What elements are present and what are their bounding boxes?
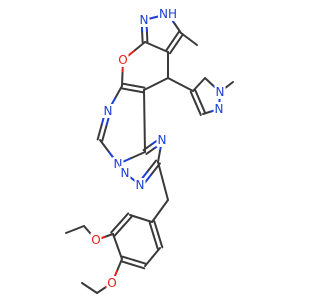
bond-c3-c3a <box>165 40 174 52</box>
bond-pc3-pn2 <box>202 110 212 115</box>
atom-label-background <box>102 104 114 118</box>
bond-pmC-pmN3 <box>99 139 110 153</box>
bond-e1a-e1b <box>65 228 76 234</box>
bond-b5-b6 <box>113 225 125 237</box>
bond-b4-b5 <box>116 245 123 260</box>
bond-pn1-pme <box>225 81 234 88</box>
bond-c3-c3a <box>171 30 181 43</box>
bond-c9a-c4a <box>120 87 134 92</box>
bond-c7a-n1 <box>141 30 144 44</box>
bond-pmC4-c4a <box>143 89 146 122</box>
bond-pn1-pc5 <box>204 77 214 86</box>
bond-pmN1-pmC <box>101 125 108 142</box>
bond-b5-eo1 <box>103 233 114 238</box>
atom-label-n-tz3: N <box>121 166 130 180</box>
bond-pmN1-pmC <box>96 123 103 141</box>
bond-b1-b2 <box>152 234 159 250</box>
bond-pc4-pc3 <box>194 102 202 116</box>
bond-b4-eo2 <box>116 258 123 272</box>
atom-label-o-ethoxy2: O <box>107 276 116 290</box>
bond-c3-me3 <box>180 32 190 40</box>
atom-label-n-pm1: N <box>104 104 113 118</box>
atom-label-n-pyr-b: N <box>216 85 225 99</box>
bond-b3-b4 <box>131 263 146 270</box>
bond-tN1-tC <box>157 150 161 163</box>
bond-c4a-c4 <box>155 77 169 85</box>
bond-c4-pc4 <box>167 77 182 86</box>
bond-c7a-n1 <box>145 29 149 43</box>
atom-label-background <box>90 233 102 247</box>
atom-label-background <box>112 157 124 171</box>
bond-pmC4-tN1 <box>142 143 154 152</box>
bond-pmC4-c4a <box>143 120 146 153</box>
atom-label-n-pm2: N <box>114 157 123 171</box>
bond-b4-b5 <box>112 233 119 248</box>
bond-e2a-e2b <box>88 287 98 294</box>
bond-b5-b6 <box>122 215 133 228</box>
atom-label-background <box>156 133 168 147</box>
bond-n2h-c3 <box>173 22 182 34</box>
atom-label-background <box>138 13 150 27</box>
bond-c9a-c4a <box>132 84 146 89</box>
bond-tC-ch2 <box>157 161 164 182</box>
bond-pc4-pc3 <box>199 100 207 115</box>
bond-c3a-c7a <box>155 46 169 53</box>
bond-c3-c3a <box>168 42 178 55</box>
bond-c3-me3 <box>188 38 198 46</box>
bond-c3-c3a <box>175 33 184 45</box>
bond-c7a-o <box>133 41 146 52</box>
bond-b1-b2 <box>153 220 160 236</box>
bond-b1-b2 <box>148 221 155 237</box>
atom-label-n-tz1: N <box>158 133 167 147</box>
atom-label-background <box>106 276 118 290</box>
bond-pc5-pc4 <box>192 83 200 92</box>
bond-b1-b2 <box>157 233 164 249</box>
bond-e1a-e1b <box>74 225 85 231</box>
atom-label-background <box>213 102 225 116</box>
bond-pc5-pc4 <box>198 77 206 86</box>
bond-b5-b6 <box>118 212 130 224</box>
bond-layer <box>65 13 234 294</box>
atom-label-background <box>214 85 226 99</box>
bond-b3-b4 <box>133 259 147 265</box>
bond-c4-pc4 <box>179 83 194 92</box>
bond-pmC4-tN1 <box>145 146 156 155</box>
bond-b3-b4 <box>120 260 134 266</box>
atom-label-o-ethoxy1: O <box>91 233 100 247</box>
bond-eo1-e1a <box>83 225 91 234</box>
bond-c9a-c4a <box>131 89 145 94</box>
atom-label-n-tz2: N <box>136 178 145 192</box>
atom-label-n-pyr-a: N <box>215 102 224 116</box>
bond-tC-ch2 <box>162 180 169 201</box>
bond-pc4-pc3 <box>189 90 197 105</box>
bond-b5-b6 <box>110 221 121 234</box>
bond-b6-b1 <box>140 217 153 223</box>
atom-label-background <box>117 53 129 67</box>
atom-label-o-pyran: O <box>118 53 127 67</box>
atom-label-background <box>158 7 178 21</box>
bond-c9a-c4a <box>121 82 135 87</box>
bond-ch2-b1 <box>159 199 169 212</box>
bond-b6-b1 <box>129 214 142 220</box>
bond-eo2-e2a <box>96 287 106 294</box>
atom-label-nh: NH <box>159 7 177 21</box>
bond-b2-b3 <box>144 256 154 267</box>
bond-c3a-c7a <box>144 41 158 48</box>
bond-b2-b3 <box>151 247 161 258</box>
bond-pmN3-pmC4 <box>130 151 146 159</box>
bond-c4a-c4 <box>143 83 157 91</box>
bond-ch2-b1 <box>151 210 161 223</box>
bond-e2a-e2b <box>81 282 91 289</box>
atom-label-background <box>134 178 146 192</box>
bond-tC-tN2 <box>146 159 158 174</box>
atom-label-background <box>119 166 131 180</box>
bond-b3-b4 <box>121 255 136 262</box>
atom-label-n-ring1: N <box>140 13 149 27</box>
bond-pc4-pc3 <box>194 89 202 103</box>
bond-c9a-pmN1 <box>114 85 123 100</box>
